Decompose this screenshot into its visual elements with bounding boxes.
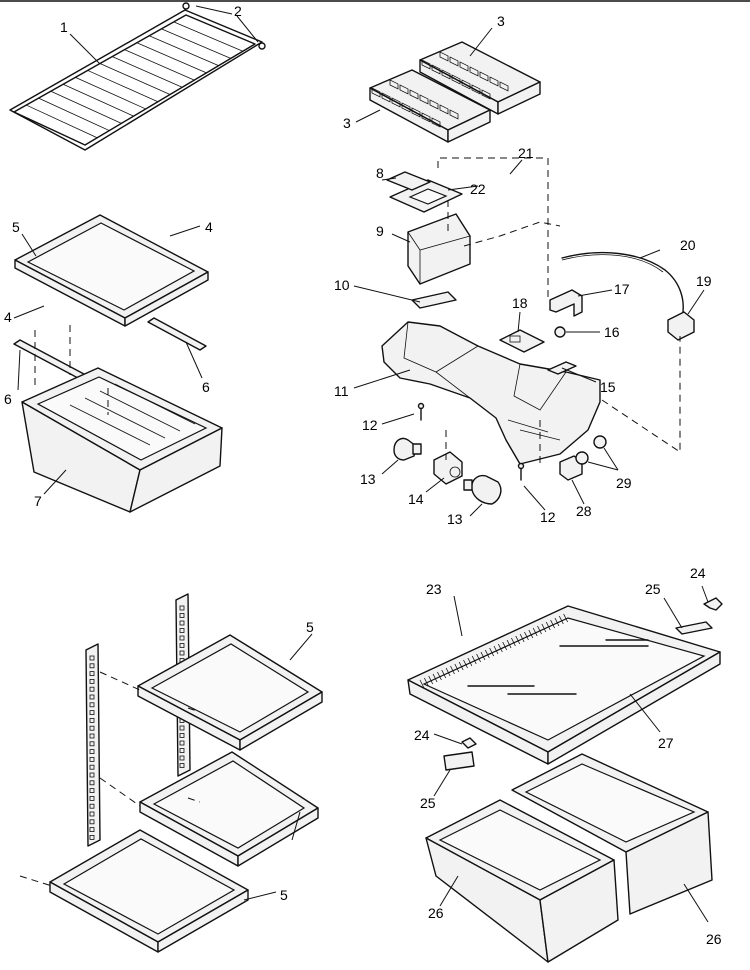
callout-5: 5 xyxy=(280,887,288,903)
callout-17: 17 xyxy=(614,281,630,297)
callout-11: 11 xyxy=(334,383,349,399)
callout-7: 7 xyxy=(34,493,42,509)
callout-5: 5 xyxy=(12,219,20,235)
callout-6: 6 xyxy=(202,379,210,395)
light-bulb-13b xyxy=(463,474,502,505)
callout-28: 28 xyxy=(576,503,592,519)
callout-27: 27 xyxy=(658,735,674,751)
bracket-screw-lower xyxy=(461,737,477,749)
callout-9: 9 xyxy=(376,223,384,239)
callout-4: 4 xyxy=(205,219,213,235)
crisper-pan-left xyxy=(425,799,619,963)
damper-28 xyxy=(559,455,583,481)
callout-3: 3 xyxy=(497,13,505,29)
callout-14: 14 xyxy=(408,491,424,507)
light-bulb-13a xyxy=(393,437,422,461)
shelf-ladder-front xyxy=(85,643,101,847)
crisper-drawer xyxy=(21,367,223,513)
glass-shelf-1 xyxy=(137,634,323,751)
connector xyxy=(667,311,695,341)
cover-bracket-upper xyxy=(675,621,713,635)
callout-18: 18 xyxy=(512,295,528,311)
glass-shelf-3 xyxy=(49,829,249,953)
callout-12: 12 xyxy=(540,509,556,525)
callout-12: 12 xyxy=(362,417,378,433)
ice-tray-lower xyxy=(369,69,491,143)
callout-26: 26 xyxy=(706,931,722,947)
wire-shelf xyxy=(9,9,263,151)
cover-bracket-lower xyxy=(443,751,475,771)
shelf-clips xyxy=(182,2,266,50)
ice-tray-upper xyxy=(419,41,541,115)
callout-29: 29 xyxy=(616,475,632,491)
wire-harness xyxy=(561,251,684,319)
light-lens xyxy=(411,291,457,309)
callout-2: 2 xyxy=(234,3,242,19)
callout-5: 5 xyxy=(306,619,314,635)
screw-12a xyxy=(417,402,425,421)
callout-15: 15 xyxy=(600,379,616,395)
shield-clip xyxy=(386,171,431,191)
callout-22: 22 xyxy=(470,181,486,197)
callout-labels: 1 2 3 3 4 4 5 5 5 6 6 7 8 9 10 11 12 12 … xyxy=(4,3,722,947)
crisper-cover xyxy=(407,605,721,765)
light-socket xyxy=(433,451,463,485)
callout-24: 24 xyxy=(414,727,430,743)
callout-13: 13 xyxy=(360,471,376,487)
bracket-screw-upper xyxy=(703,597,723,611)
callout-26: 26 xyxy=(428,905,444,921)
callout-4: 4 xyxy=(4,309,12,325)
knobs-29 xyxy=(575,435,607,465)
callout-23: 23 xyxy=(426,581,442,597)
callout-8: 8 xyxy=(376,165,384,181)
glass-shelf-top xyxy=(14,214,209,327)
callout-19: 19 xyxy=(696,273,712,289)
callout-20: 20 xyxy=(680,237,696,253)
leader-lines xyxy=(13,5,709,923)
crisper-pan-right xyxy=(511,753,713,915)
callout-21: 21 xyxy=(518,145,534,161)
knob xyxy=(554,326,566,338)
callout-13: 13 xyxy=(447,511,463,527)
callout-3: 3 xyxy=(343,115,351,131)
callout-24: 24 xyxy=(690,565,706,581)
callout-25: 25 xyxy=(420,795,436,811)
glass-shelf-2 xyxy=(139,751,319,867)
callout-6: 6 xyxy=(4,391,12,407)
screw-12b xyxy=(517,462,525,481)
thermostat xyxy=(499,329,545,353)
control-housing xyxy=(381,321,601,465)
callout-16: 16 xyxy=(604,324,620,340)
callout-1: 1 xyxy=(60,19,68,35)
light-cover xyxy=(407,213,471,285)
callout-25: 25 xyxy=(645,581,661,597)
callout-10: 10 xyxy=(334,277,350,293)
thermostat-bracket xyxy=(549,289,583,317)
